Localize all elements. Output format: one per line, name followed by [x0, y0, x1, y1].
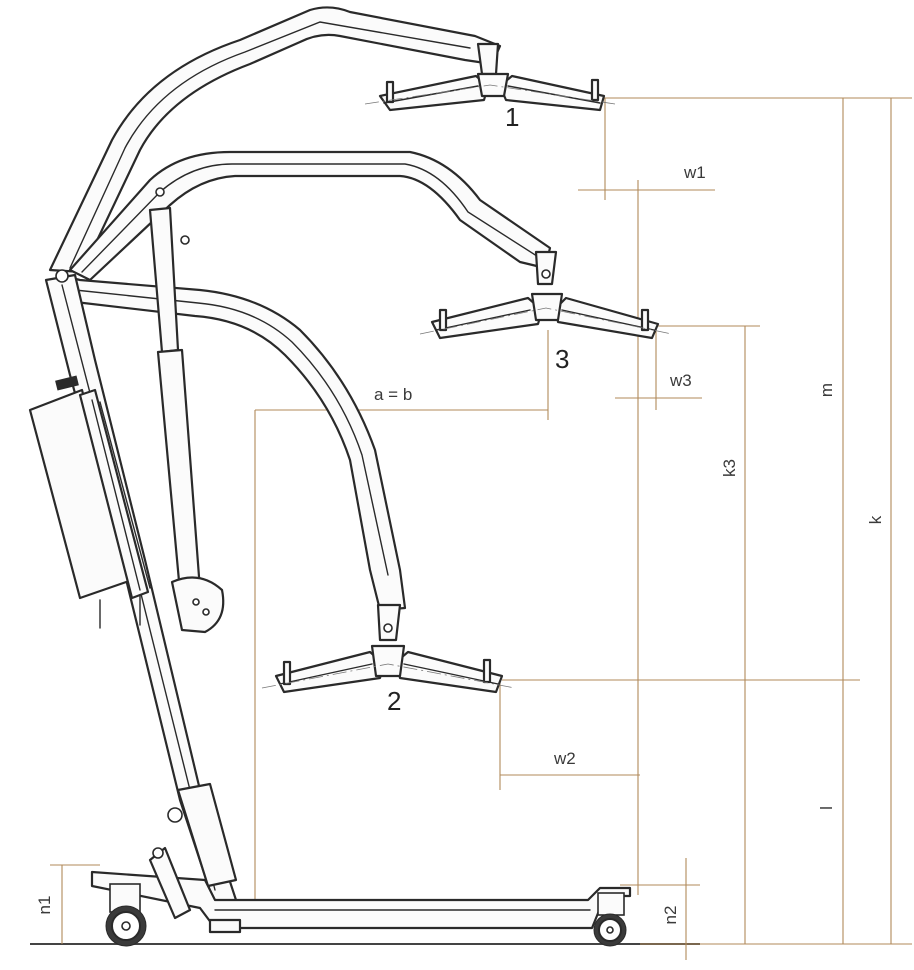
- spreader-bar-3: [419, 292, 673, 340]
- w1-label: w1: [683, 163, 706, 182]
- w3-label: w3: [669, 371, 692, 390]
- w2-label: w2: [553, 749, 576, 768]
- position-1-label: 1: [505, 102, 519, 132]
- n2-label: n2: [661, 906, 680, 925]
- battery-box: [28, 375, 151, 629]
- a-equals-b-label: a = b: [374, 385, 412, 404]
- actuator: [148, 187, 225, 634]
- spreader-bar-2: [261, 644, 516, 694]
- m-label: m: [817, 383, 836, 397]
- l-label: l: [817, 806, 836, 810]
- position-3-label: 3: [555, 344, 569, 374]
- n1-label: n1: [35, 896, 54, 915]
- boom-position-3: [68, 150, 558, 286]
- spreader-bar-1: [364, 72, 616, 112]
- k3-label: k3: [720, 459, 739, 477]
- dimension-lines: [50, 97, 912, 960]
- base-chassis: [90, 846, 632, 947]
- k-label: k: [866, 515, 885, 524]
- boom-position-1: [48, 6, 502, 274]
- position-2-label: 2: [387, 686, 401, 716]
- boom-position-2: [58, 273, 407, 642]
